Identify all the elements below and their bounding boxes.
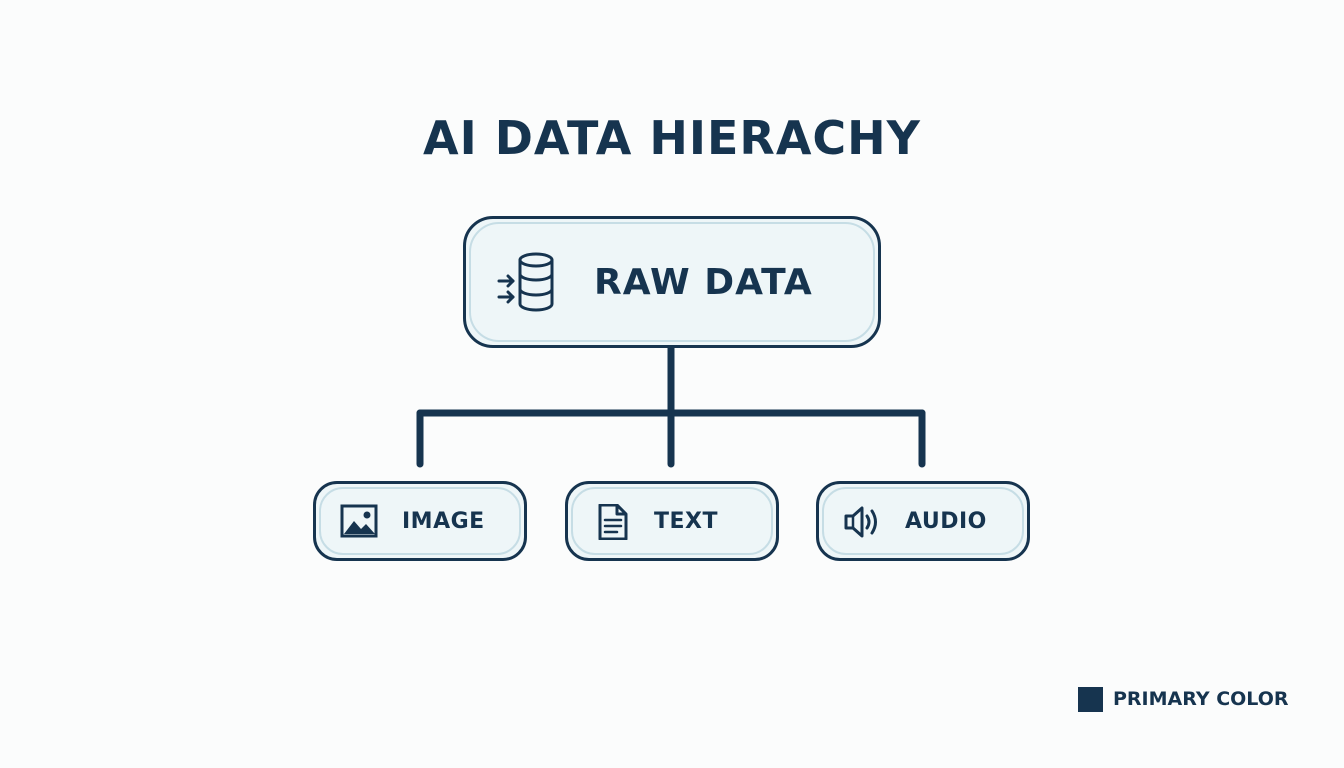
legend: PRIMARY COLOR <box>1078 686 1289 712</box>
diagram-title: AI DATA HIERACHY <box>423 111 921 165</box>
legend-swatch <box>1078 686 1103 712</box>
raw-data-label: RAW DATA <box>594 261 813 303</box>
text-node: TEXT <box>565 481 779 561</box>
image-icon <box>340 504 378 538</box>
raw-data-node: RAW DATA <box>463 216 881 348</box>
image-node: IMAGE <box>313 481 527 561</box>
text-label: TEXT <box>654 508 719 534</box>
document-icon <box>598 504 628 540</box>
speaker-icon <box>844 506 877 538</box>
image-label: IMAGE <box>402 508 485 534</box>
audio-label: AUDIO <box>905 508 987 534</box>
audio-node: AUDIO <box>816 481 1030 561</box>
database-input-icon <box>497 252 554 312</box>
legend-label: PRIMARY COLOR <box>1113 688 1289 710</box>
